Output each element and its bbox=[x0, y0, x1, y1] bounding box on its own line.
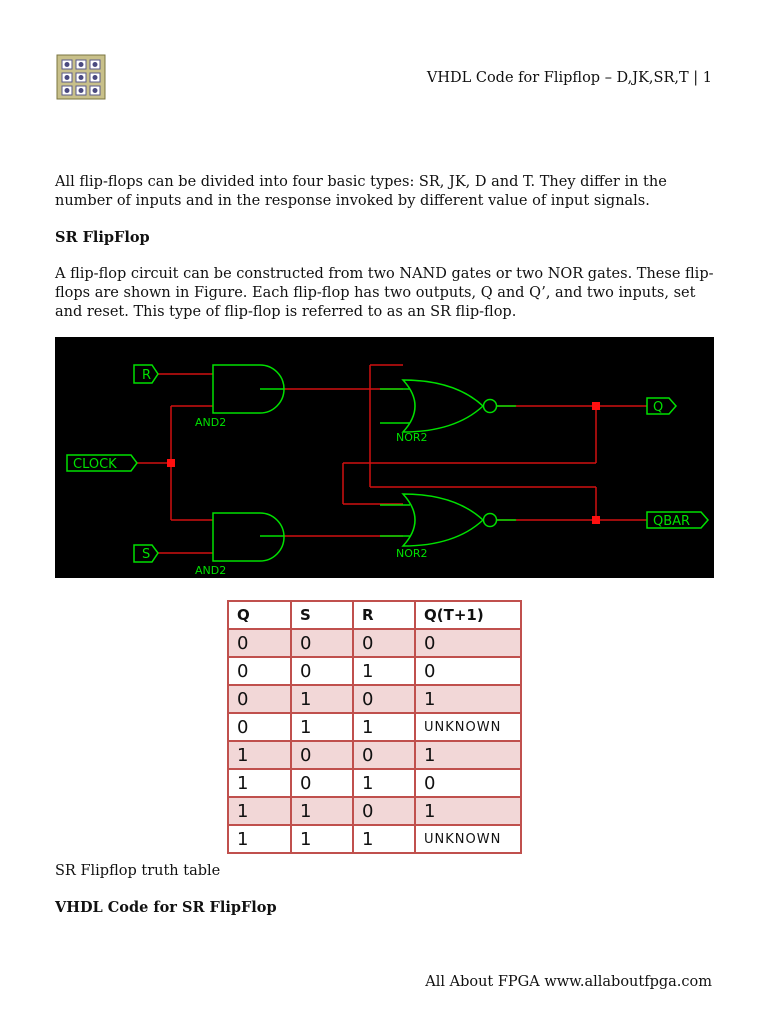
nor-gate-top bbox=[401, 379, 485, 433]
truth-table-caption: SR Flipflop truth table bbox=[55, 863, 221, 879]
page-footer: All About FPGA www.allaboutfpga.com bbox=[425, 974, 712, 990]
port-clock bbox=[66, 454, 138, 472]
table-cell: 1 bbox=[227, 796, 292, 826]
table-cell: 1 bbox=[290, 712, 354, 742]
table-cell: 1 bbox=[352, 768, 416, 798]
table-row: 0 0 1 0 bbox=[227, 656, 522, 686]
sr-truth-table: Q S R Q(T+1) 0 0 0 0 0 0 1 0 0 1 0 1 0 1… bbox=[227, 600, 522, 854]
sr-flipflop-circuit-diagram: R CLOCK S Q QBAR AND2 AND2 NOR2 NOR2 bbox=[55, 337, 714, 578]
table-cell: 1 bbox=[290, 684, 354, 714]
table-header-s: S bbox=[290, 600, 354, 630]
table-cell: 0 bbox=[414, 656, 522, 686]
port-q bbox=[646, 397, 677, 415]
table-cell: 1 bbox=[227, 824, 292, 854]
table-cell: 1 bbox=[290, 796, 354, 826]
table-cell: 0 bbox=[227, 656, 292, 686]
table-header-q: Q bbox=[227, 600, 292, 630]
table-row: 0 0 0 0 bbox=[227, 628, 522, 658]
table-cell: 1 bbox=[414, 740, 522, 770]
circuit-input-s-label: S bbox=[142, 547, 150, 562]
table-cell: UNKNOWN bbox=[414, 824, 522, 854]
page-header-title: VHDL Code for Flipflop – D,JK,SR,T | 1 bbox=[426, 70, 712, 86]
sr-flipflop-heading: SR FlipFlop bbox=[55, 229, 150, 246]
table-cell: 0 bbox=[290, 628, 354, 658]
table-header-r: R bbox=[352, 600, 416, 630]
gate-label-nor-bottom: NOR2 bbox=[396, 547, 428, 560]
sr-description-paragraph: A flip-flop circuit can be constructed f… bbox=[55, 266, 714, 320]
table-row: 0 1 0 1 bbox=[227, 684, 522, 714]
table-cell: 1 bbox=[414, 796, 522, 826]
table-cell: UNKNOWN bbox=[414, 712, 522, 742]
table-row: 1 1 0 1 bbox=[227, 796, 522, 826]
table-cell: 0 bbox=[352, 684, 416, 714]
table-cell: 1 bbox=[290, 824, 354, 854]
gate-label-and-top: AND2 bbox=[195, 416, 226, 429]
table-cell: 0 bbox=[352, 740, 416, 770]
table-cell: 1 bbox=[352, 656, 416, 686]
table-cell: 1 bbox=[414, 684, 522, 714]
table-row: 1 0 1 0 bbox=[227, 768, 522, 798]
table-cell: 0 bbox=[352, 628, 416, 658]
circuit-output-q-label: Q bbox=[653, 400, 663, 415]
table-cell: 0 bbox=[414, 768, 522, 798]
table-cell: 1 bbox=[352, 712, 416, 742]
circuit-input-clock-label: CLOCK bbox=[73, 457, 117, 472]
table-cell: 0 bbox=[352, 796, 416, 826]
table-cell: 0 bbox=[227, 628, 292, 658]
table-cell: 0 bbox=[290, 740, 354, 770]
port-s bbox=[133, 544, 159, 563]
table-cell: 0 bbox=[290, 656, 354, 686]
intro-paragraph: All flip-flops can be divided into four … bbox=[55, 174, 667, 209]
table-cell: 1 bbox=[227, 740, 292, 770]
table-row: 1 0 0 1 bbox=[227, 740, 522, 770]
port-r bbox=[133, 364, 159, 384]
table-cell: 1 bbox=[227, 768, 292, 798]
circuit-output-qbar-label: QBAR bbox=[653, 514, 690, 529]
gate-label-and-bottom: AND2 bbox=[195, 564, 226, 577]
port-qbar bbox=[646, 511, 709, 529]
gate-label-nor-top: NOR2 bbox=[396, 431, 428, 444]
table-cell: 0 bbox=[414, 628, 522, 658]
vhdl-code-heading: VHDL Code for SR FlipFlop bbox=[55, 899, 277, 916]
table-header-qnext: Q(T+1) bbox=[414, 600, 522, 630]
nor-gate-bottom bbox=[401, 493, 485, 547]
table-cell: 0 bbox=[227, 712, 292, 742]
and-gate-bottom bbox=[212, 512, 285, 562]
and-gate-top bbox=[212, 364, 285, 414]
table-cell: 1 bbox=[352, 824, 416, 854]
table-cell: 0 bbox=[290, 768, 354, 798]
table-row: 1 1 1 UNKNOWN bbox=[227, 824, 522, 854]
table-row: 0 1 1 UNKNOWN bbox=[227, 712, 522, 742]
table-header-row: Q S R Q(T+1) bbox=[227, 600, 522, 630]
circuit-input-r-label: R bbox=[142, 368, 151, 383]
chip-logo-icon bbox=[55, 53, 107, 101]
table-cell: 0 bbox=[227, 684, 292, 714]
